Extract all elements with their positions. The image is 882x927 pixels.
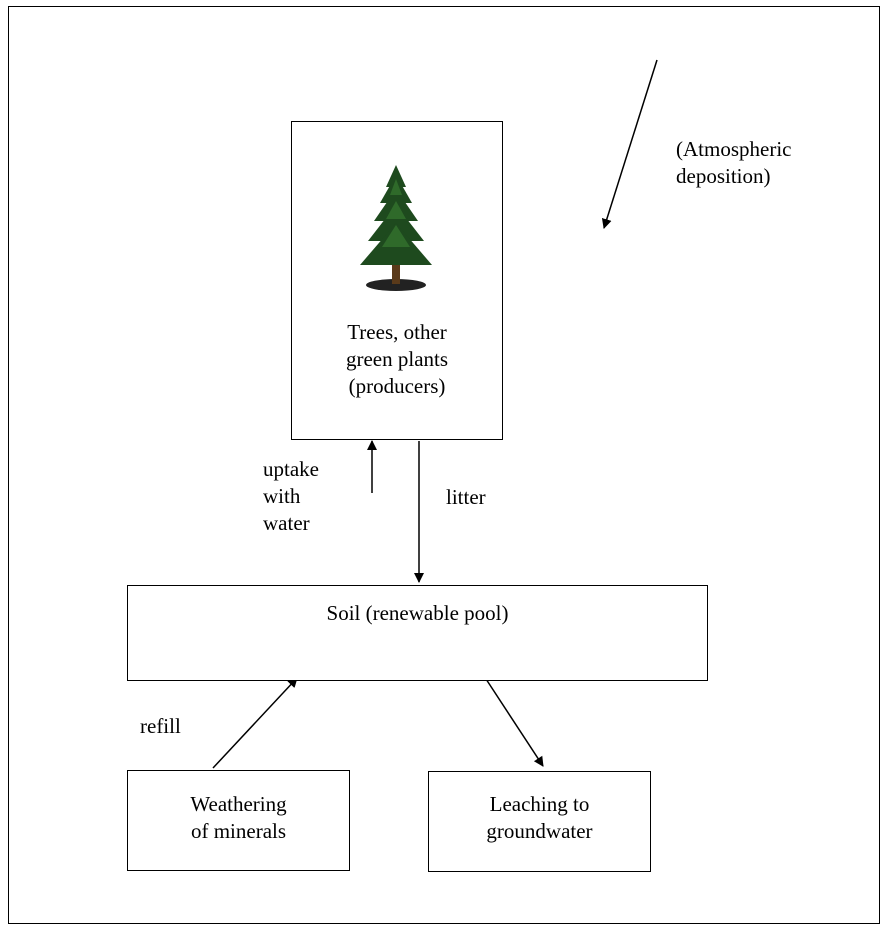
leaching-arrow — [485, 678, 544, 767]
weathering-label: Weathering of minerals — [190, 792, 287, 843]
leaching-box — [428, 771, 651, 872]
uptake-label: uptake with water — [263, 457, 319, 535]
deposition-label: (Atmospheric deposition) — [676, 137, 792, 188]
conifer-tree-icon — [360, 165, 432, 291]
producers-label: Trees, other green plants (producers) — [345, 320, 449, 398]
weathering-box — [127, 770, 350, 871]
deposition-arrow — [601, 59, 658, 229]
leaching-label: Leaching to groundwater — [486, 792, 593, 843]
refill-arrow — [212, 677, 298, 769]
litter-label: litter — [446, 485, 486, 509]
soil-box — [127, 585, 708, 681]
diagram-frame — [8, 6, 880, 924]
refill-label: refill — [140, 714, 181, 738]
soil-label: Soil (renewable pool) — [326, 601, 509, 625]
